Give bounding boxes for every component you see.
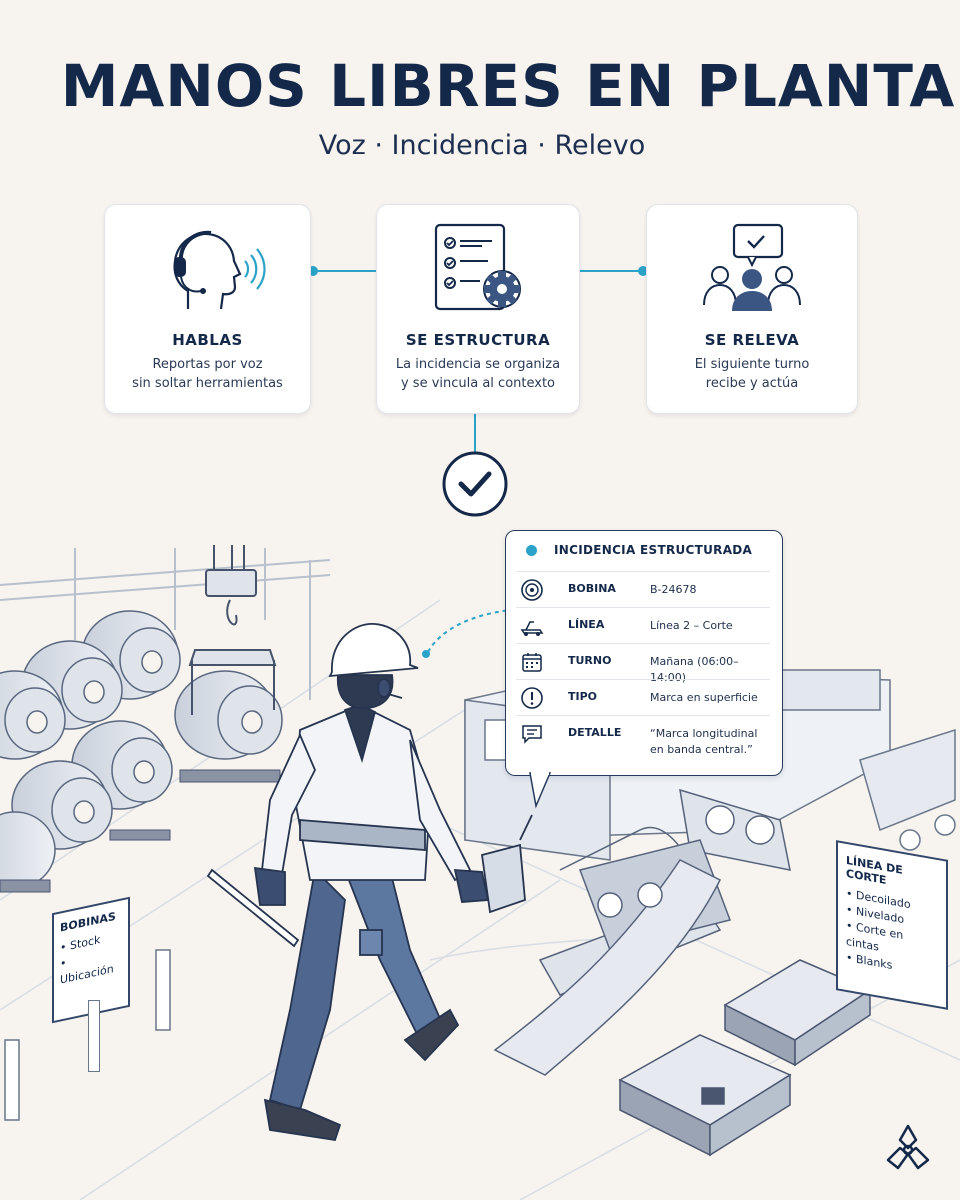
page-subtitle: Voz · Incidencia · Relevo <box>318 130 646 161</box>
step-desc-line: La incidencia se organiza <box>395 357 561 372</box>
incident-row-detalle: DETALLE “Marca longitudinal en banda cen… <box>516 715 770 766</box>
coil-icon <box>521 579 543 601</box>
headset-person-icon <box>105 219 310 319</box>
step-desc-line: El siguiente turno <box>694 357 810 372</box>
incident-value: Línea 2 – Corte <box>650 619 733 632</box>
incident-key: BOBINA <box>568 582 616 595</box>
step-description: Reportas por voz sin soltar herramientas <box>115 355 300 393</box>
incident-key: TIPO <box>568 690 598 703</box>
incident-value-line: en banda central.” <box>650 743 753 756</box>
incident-value: B-24678 <box>650 583 697 596</box>
incident-row-bobina: BOBINA B-24678 <box>516 571 770 606</box>
step-title: SE ESTRUCTURA <box>405 331 551 349</box>
step-card-estructura: SE ESTRUCTURA La incidencia se organiza … <box>376 204 580 414</box>
calendar-icon <box>522 653 542 672</box>
page-title: MANOS LIBRES EN PLANTA <box>60 52 956 120</box>
incident-value: Mañana (06:00–14:00) <box>650 655 739 684</box>
alert-icon <box>521 687 543 709</box>
step-card-hablas: HABLAS Reportas por voz sin soltar herra… <box>104 204 311 414</box>
incident-card: INCIDENCIA ESTRUCTURADA BOBINA B-24678 L… <box>505 530 783 776</box>
incident-row-tipo: TIPO Marca en superficie <box>516 679 770 714</box>
incident-key: DETALLE <box>568 726 622 739</box>
incident-value: Marca en superficie <box>650 691 758 704</box>
step-description: La incidencia se organiza y se vincula a… <box>387 355 569 393</box>
sign-linea-corte: LÍNEA DE CORTE • Decoilado • Nivelado • … <box>836 840 948 1010</box>
checklist-gear-icon <box>377 219 579 319</box>
comment-icon <box>522 725 542 744</box>
brand-logo-icon <box>886 1124 930 1170</box>
step-desc-line: y se vincula al contexto <box>400 376 556 391</box>
incident-key: LÍNEA <box>568 618 605 631</box>
step-connector <box>308 266 648 452</box>
incident-key: TURNO <box>568 654 612 667</box>
step-description: El siguiente turno recibe y actúa <box>657 355 847 393</box>
incident-header: INCIDENCIA ESTRUCTURADA <box>554 543 753 557</box>
check-circle-icon <box>442 451 508 517</box>
step-desc-line: recibe y actúa <box>705 376 799 391</box>
status-dot <box>526 545 537 556</box>
incident-row-turno: TURNO Mañana (06:00–14:00) <box>516 643 770 684</box>
step-card-releva: SE RELEVA El siguiente turno recibe y ac… <box>646 204 858 414</box>
team-check-icon <box>647 219 857 319</box>
step-title: HABLAS <box>172 331 243 349</box>
incident-value: “Marca longitudinal en banda central.” <box>650 726 757 758</box>
step-title: SE RELEVA <box>704 331 800 349</box>
incident-row-linea: LÍNEA Línea 2 – Corte <box>516 607 770 642</box>
step-desc-line: Reportas por voz <box>152 357 263 372</box>
factory-scene-illustration <box>0 545 960 1200</box>
sign-post <box>88 1000 100 1072</box>
line-icon <box>520 621 544 636</box>
incident-card-tail <box>529 772 552 809</box>
step-desc-line: sin soltar herramientas <box>132 376 283 391</box>
incident-value-line: “Marca longitudinal <box>650 727 758 740</box>
